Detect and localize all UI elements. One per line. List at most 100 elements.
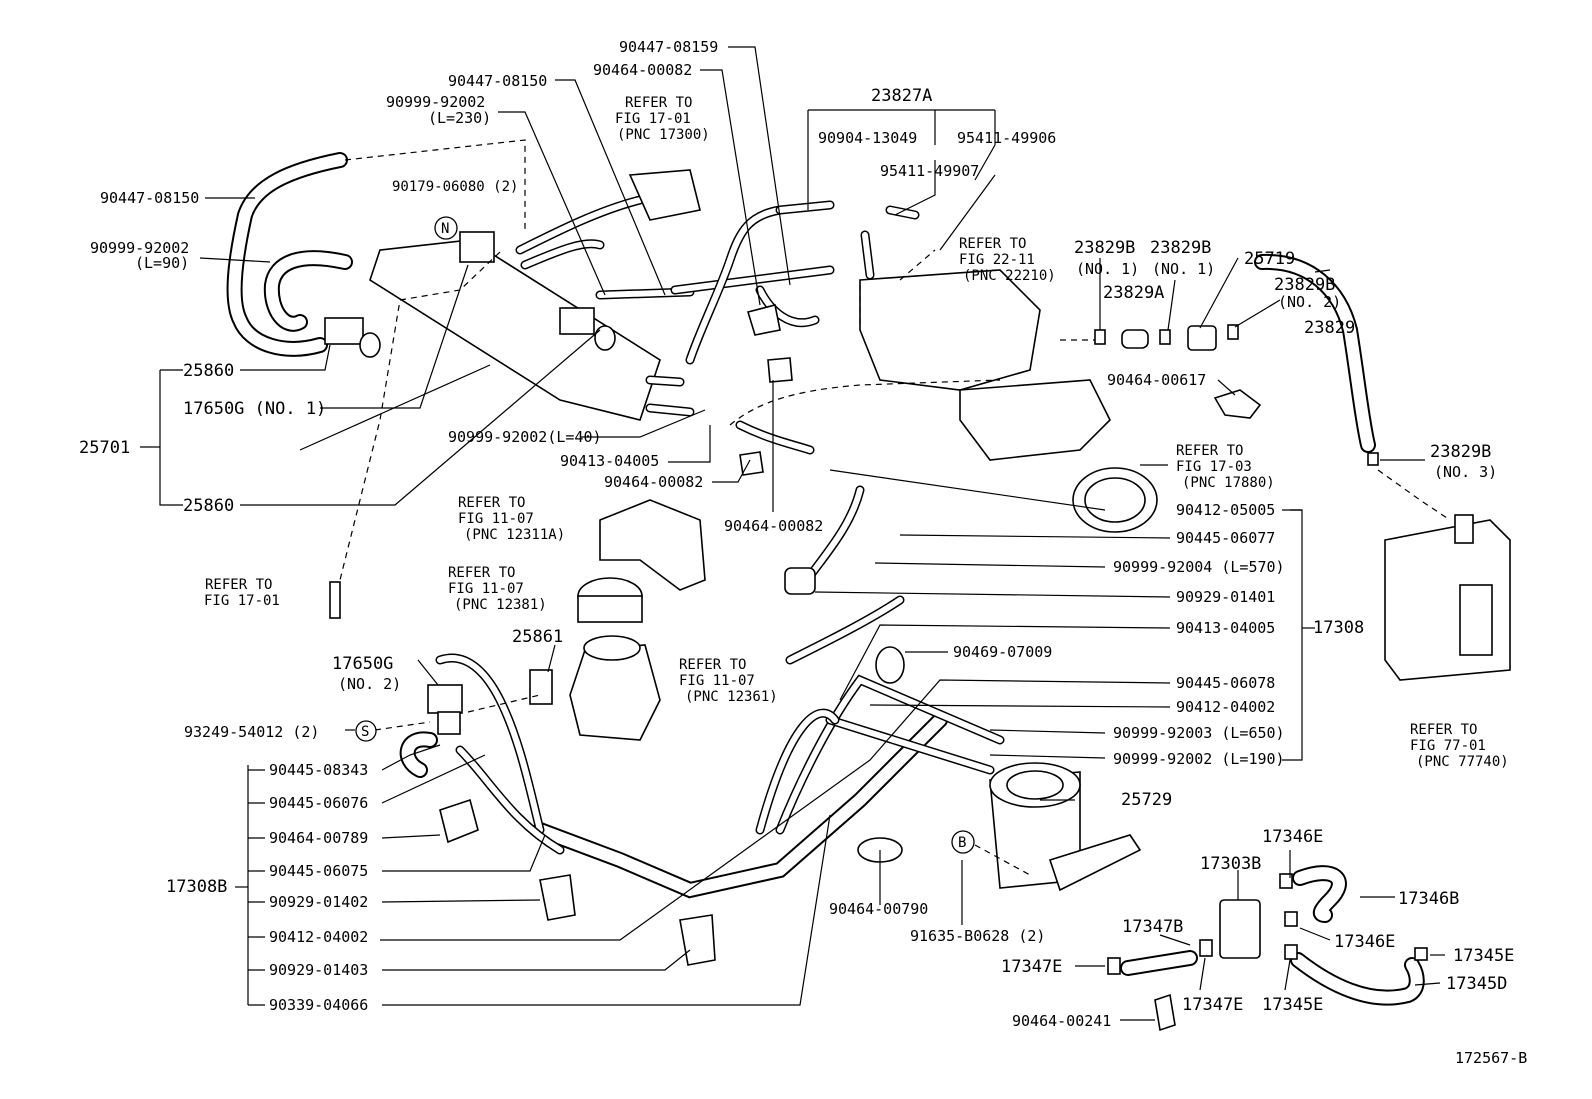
label-90999-92002-l90: 90999-92002 xyxy=(90,239,189,257)
label-17346e-mid: 17346E xyxy=(1334,932,1395,952)
label-17346e-top: 17346E xyxy=(1262,827,1323,847)
vacuum-part-17300-icon xyxy=(628,169,701,221)
label-90412-04002-l: 90412-04002 xyxy=(269,928,368,946)
marker-n-circle xyxy=(434,216,458,240)
label-90339-04066: 90339-04066 xyxy=(269,996,368,1014)
label-90445-06078: 90445-06078 xyxy=(1176,674,1275,692)
label-90464-00082-mid: 90464-00082 xyxy=(604,473,703,491)
label-23829b-no2: 23829B xyxy=(1274,275,1335,295)
label-23829a: 23829A xyxy=(1103,283,1164,303)
label-ref-fig1701-a: REFER TO xyxy=(625,95,692,111)
label-90999-92002-l190: 90999-92002 (L=190) xyxy=(1113,750,1285,768)
label-17308b: 17308B xyxy=(166,877,227,897)
label-17347e-b: 17347E xyxy=(1182,995,1243,1015)
label-ref-fig1107-3a: REFER TO xyxy=(679,657,746,673)
label-90413-04005-mid: 90413-04005 xyxy=(560,452,659,470)
label-90179-06080: 90179-06080 (2) xyxy=(392,179,518,195)
label-ref-fig7701-c: (PNC 77740) xyxy=(1416,754,1509,770)
clip-00617-icon xyxy=(1213,389,1262,419)
label-ref-fig1703-c: (PNC 17880) xyxy=(1182,475,1275,491)
part-labels: 90447-08159 90464-00082 90447-08150 9099… xyxy=(79,38,1527,1067)
label-90469-07009: 90469-07009 xyxy=(953,643,1052,661)
marker-b-circle xyxy=(951,830,975,854)
label-diagram-id: 172567-B xyxy=(1455,1049,1527,1067)
mount-bracket-icon xyxy=(599,499,706,591)
label-90929-01401: 90929-01401 xyxy=(1176,588,1275,606)
label-ref-fig2211-b: FIG 22-11 xyxy=(959,252,1035,268)
illustration xyxy=(226,152,1511,1032)
clip-07009-icon xyxy=(875,646,905,684)
leader-lines xyxy=(140,46,1445,1021)
label-ref-fig7701-b: FIG 77-01 xyxy=(1410,738,1486,754)
label-95411-49907: 95411-49907 xyxy=(880,162,979,180)
label-17650g-no2: 17650G xyxy=(332,654,393,674)
clamp-00789-icon xyxy=(439,798,479,844)
label-17345d: 17345D xyxy=(1446,974,1507,994)
label-90445-08343: 90445-08343 xyxy=(269,761,368,779)
label-17347b: 17347B xyxy=(1122,917,1183,937)
label-90447-08150-left: 90447-08150 xyxy=(100,189,199,207)
label-90999-92004: 90999-92004 (L=570) xyxy=(1113,558,1285,576)
label-ref-fig1107-1a: REFER TO xyxy=(458,495,525,511)
label-ref-fig1701-b: FIG 17-01 xyxy=(615,111,691,127)
bracket-25861-icon xyxy=(529,669,553,705)
label-17346b: 17346B xyxy=(1398,889,1459,909)
label-90999-92002-l40: 90999-92002(L=40) xyxy=(448,428,602,446)
label-ref-fig1701-2a: REFER TO xyxy=(205,577,272,593)
label-no1-b: (NO. 1) xyxy=(1152,260,1215,278)
label-25861: 25861 xyxy=(512,627,563,647)
clamp-01401-icon xyxy=(784,567,816,595)
dashed-guides xyxy=(339,139,1451,876)
label-ref-fig1107-1b: FIG 11-07 xyxy=(458,511,534,527)
label-25701: 25701 xyxy=(79,438,130,458)
label-90445-06077: 90445-06077 xyxy=(1176,529,1275,547)
valve-25719-icon xyxy=(1187,325,1217,351)
label-90464-00617: 90464-00617 xyxy=(1107,371,1206,389)
clip-00241-icon xyxy=(1154,993,1176,1032)
label-17650g-no1: 17650G (NO. 1) xyxy=(183,399,326,419)
vsv-no2-icon xyxy=(427,684,463,714)
label-90412-04002-r: 90412-04002 xyxy=(1176,698,1275,716)
label-90999-92003: 90999-92003 (L=650) xyxy=(1113,724,1285,742)
label-90445-06075: 90445-06075 xyxy=(269,862,368,880)
valve-17303b-icon xyxy=(1219,899,1261,959)
label-l230: (L=230) xyxy=(428,109,491,127)
label-ref-fig1107-2b: FIG 11-07 xyxy=(448,581,524,597)
clamp-01402-icon xyxy=(539,874,576,921)
label-ref-fig1107-2a: REFER TO xyxy=(448,565,515,581)
label-no3: (NO. 3) xyxy=(1434,463,1497,481)
label-l90: (L=90) xyxy=(135,254,189,272)
label-no2: (NO. 2) xyxy=(1278,293,1341,311)
label-90464-00082-top: 90464-00082 xyxy=(593,61,692,79)
label-ref-fig1107-3c: (PNC 12361) xyxy=(685,689,778,705)
throttle-body-icon xyxy=(859,269,1041,391)
label-25860-top: 25860 xyxy=(183,361,234,381)
label-ref-fig2211-a: REFER TO xyxy=(959,236,1026,252)
label-ref-fig7701-a: REFER TO xyxy=(1410,722,1477,738)
label-23829b-no1-b: 23829B xyxy=(1150,238,1211,258)
callout-markers xyxy=(355,216,975,854)
label-91635-b0628: 91635-B0628 (2) xyxy=(910,927,1045,945)
label-25719: 25719 xyxy=(1244,249,1295,269)
label-17345e-b: 17345E xyxy=(1262,995,1323,1015)
label-17345e-r: 17345E xyxy=(1453,946,1514,966)
label-90445-06076: 90445-06076 xyxy=(269,794,368,812)
label-95411-49906: 95411-49906 xyxy=(957,129,1056,147)
clamp-01403-icon xyxy=(679,914,716,966)
label-25860-bot: 25860 xyxy=(183,496,234,516)
label-90464-00790: 90464-00790 xyxy=(829,900,928,918)
mount-insulator-icon xyxy=(569,644,661,741)
label-90904-13049: 90904-13049 xyxy=(818,129,917,147)
label-23829b-no3: 23829B xyxy=(1430,442,1491,462)
label-90464-00241: 90464-00241 xyxy=(1012,1012,1111,1030)
marker-s-circle xyxy=(355,720,377,742)
label-s: S xyxy=(361,724,369,740)
label-93249-54012: 93249-54012 (2) xyxy=(184,723,319,741)
label-17308: 17308 xyxy=(1313,618,1364,638)
label-90464-00082-mid2: 90464-00082 xyxy=(724,517,823,535)
label-90447-08150-top: 90447-08150 xyxy=(448,72,547,90)
label-90447-08159: 90447-08159 xyxy=(619,38,718,56)
label-ref-fig1703-a: REFER TO xyxy=(1176,443,1243,459)
label-ref-fig1701-2b: FIG 17-01 xyxy=(204,593,280,609)
